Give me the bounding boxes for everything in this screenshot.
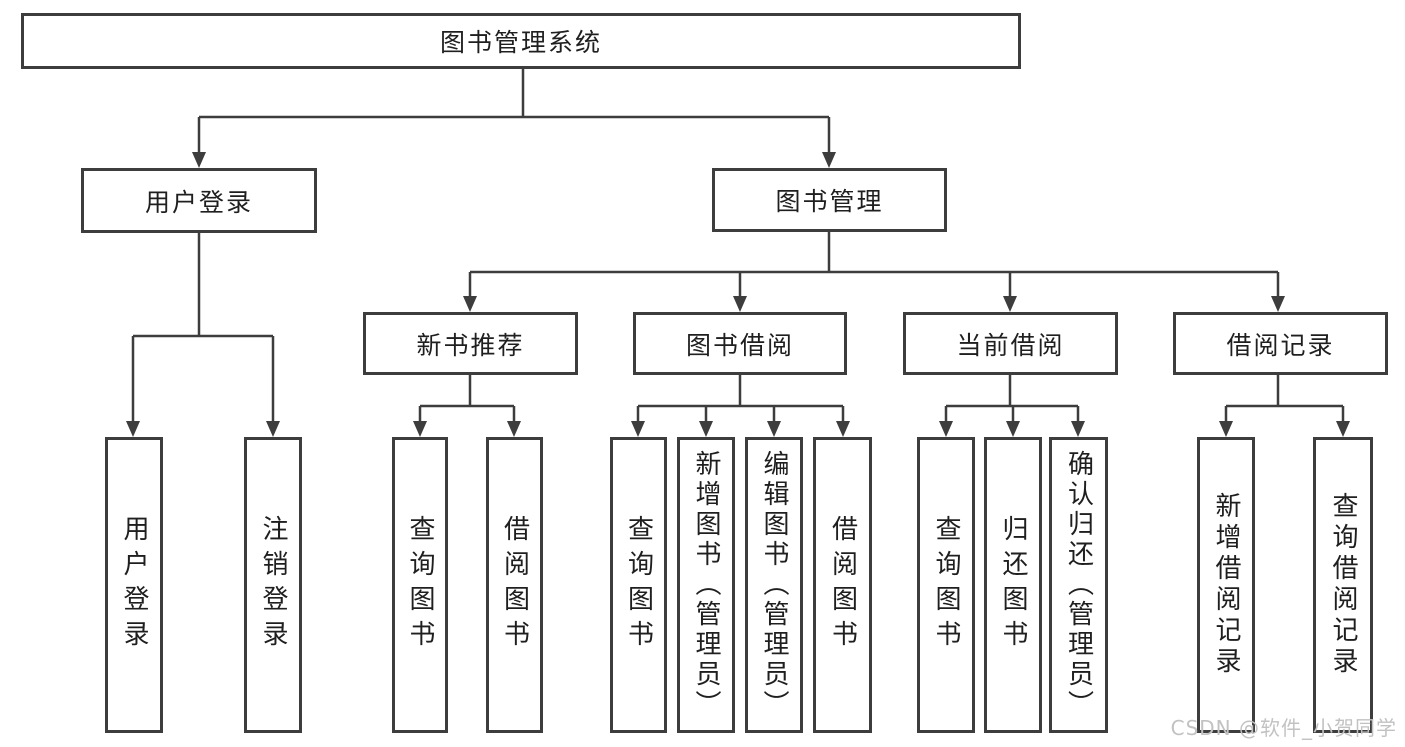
leaf-query-books-borrowing: 查询图书 (610, 437, 667, 733)
node-book-borrowing: 图书借阅 (633, 312, 847, 375)
node-label: 查询图书 (405, 515, 435, 655)
node-current-borrowing: 当前借阅 (903, 312, 1118, 375)
node-label: 当前借阅 (956, 330, 1065, 360)
leaf-add-borrow-record: 新增借阅记录 (1197, 437, 1255, 733)
node-label: 图书管理 (775, 187, 884, 216)
leaf-borrow-books-borrowing: 借阅图书 (813, 437, 872, 733)
node-label: 新增图书（管理员） (691, 450, 721, 720)
leaf-query-books-recommend: 查询图书 (392, 437, 448, 733)
node-label: 归还图书 (998, 515, 1028, 655)
node-label: 借阅记录 (1226, 330, 1335, 360)
leaf-confirm-return-admin: 确认归还（管理员） (1049, 437, 1108, 733)
node-label: 用户登录 (144, 187, 253, 217)
node-book-management: 图书管理 (712, 168, 947, 232)
node-label: 新书推荐 (416, 330, 525, 360)
leaf-edit-books-admin: 编辑图书（管理员） (745, 437, 803, 733)
node-borrowing-records: 借阅记录 (1173, 312, 1388, 375)
csdn-watermark: CSDN @软件_小贺同学 (1170, 716, 1397, 740)
node-user-login: 用户登录 (81, 168, 317, 233)
node-label: 用户登录 (119, 515, 149, 655)
node-label: 借阅图书 (499, 515, 530, 655)
node-label: 注销登录 (258, 515, 288, 655)
node-label: 编辑图书（管理员） (759, 450, 789, 720)
leaf-return-books: 归还图书 (984, 437, 1042, 733)
leaf-user-login: 用户登录 (105, 437, 163, 733)
node-label: 借阅图书 (827, 515, 858, 655)
node-new-book-recommendation: 新书推荐 (363, 312, 578, 375)
node-label: 新增借阅记录 (1211, 492, 1241, 678)
leaf-logout: 注销登录 (244, 437, 302, 733)
node-label: 图书管理系统 (439, 28, 602, 57)
node-label: 确认归还（管理员） (1063, 450, 1094, 720)
leaf-borrow-books-recommend: 借阅图书 (486, 437, 543, 733)
leaf-query-books-current: 查询图书 (917, 437, 975, 733)
node-label: 查询借阅记录 (1328, 492, 1358, 678)
node-library-management-system: 图书管理系统 (21, 13, 1021, 69)
leaf-add-books-admin: 新增图书（管理员） (677, 437, 735, 733)
node-label: 图书借阅 (685, 330, 794, 360)
node-label: 查询图书 (623, 515, 654, 655)
node-label: 查询图书 (931, 515, 961, 655)
leaf-query-borrow-record: 查询借阅记录 (1313, 437, 1373, 733)
